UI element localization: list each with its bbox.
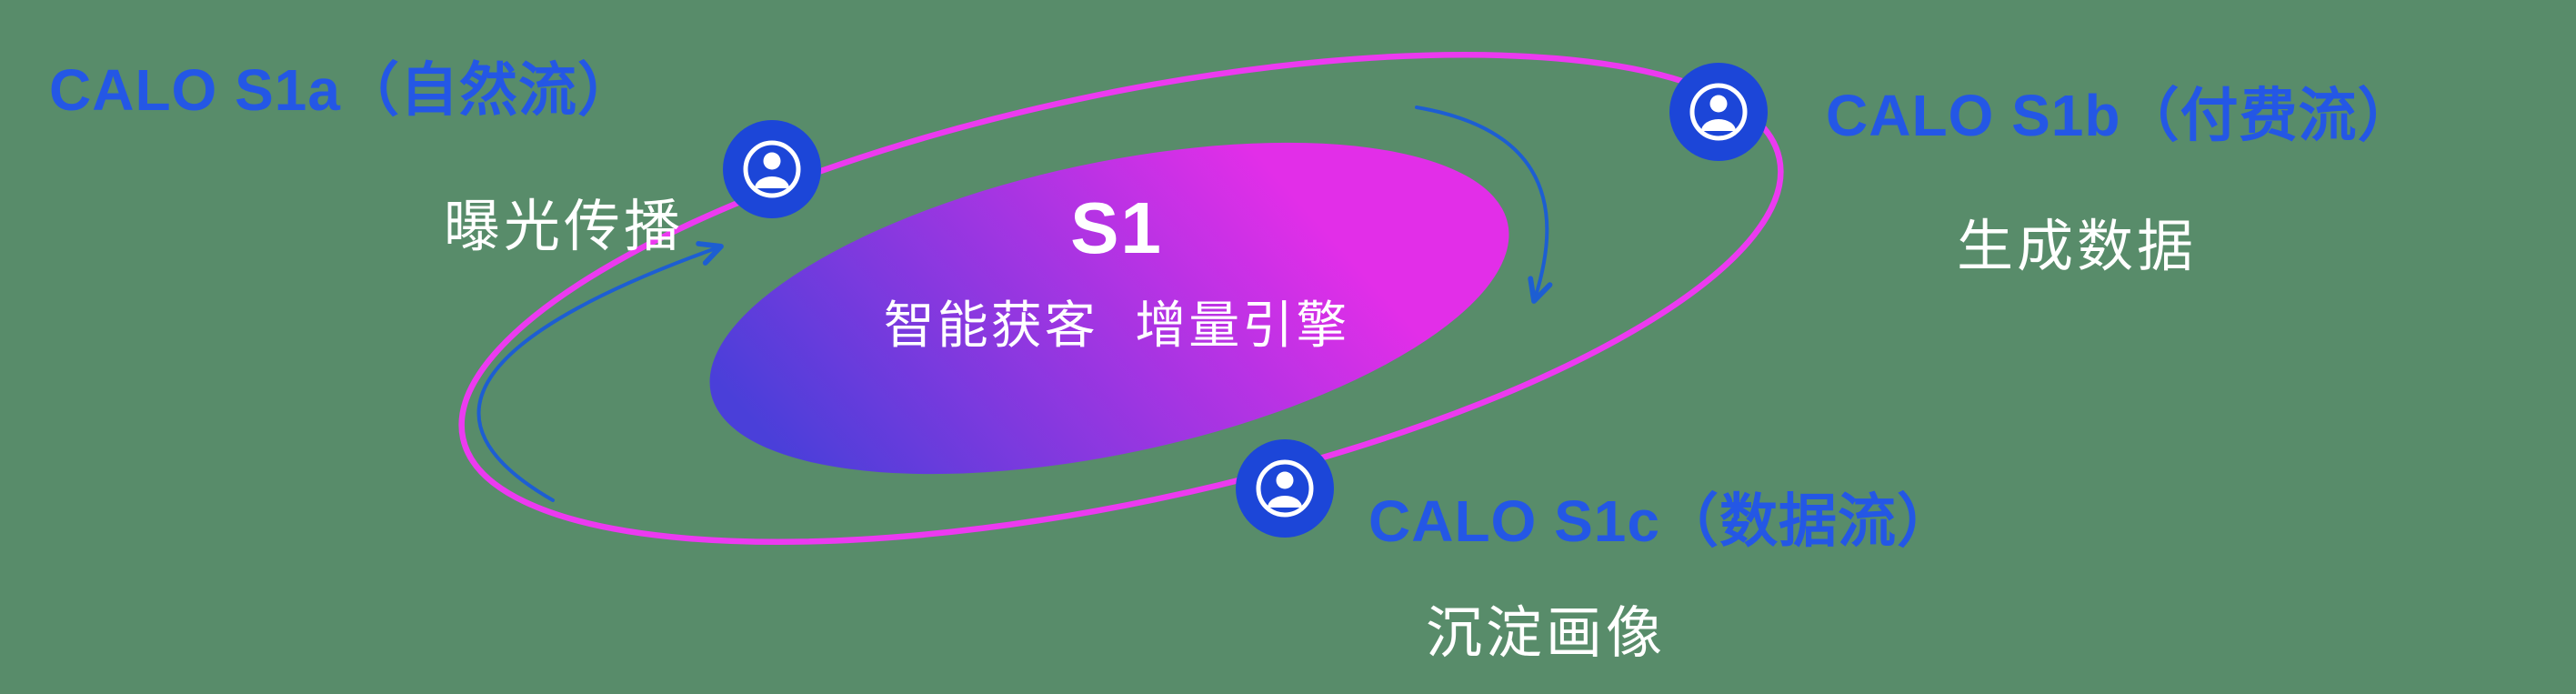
user-icon bbox=[743, 140, 801, 198]
node-s1c bbox=[1236, 439, 1334, 538]
label-s1c: CALO S1c（数据流） bbox=[1368, 488, 1956, 554]
orbit-ellipse bbox=[458, 52, 1784, 545]
core-text-block: S1 智能获客 增量引擎 bbox=[753, 186, 1480, 358]
sublabel-s1b: 生成数据 bbox=[1957, 216, 2198, 278]
label-s1b: CALO S1b（付费流） bbox=[1826, 83, 2417, 148]
flow-arrow-left bbox=[476, 241, 724, 502]
flow-arrow-right bbox=[1415, 106, 1553, 304]
sublabel-s1a: 曝光传播 bbox=[444, 196, 685, 258]
node-s1a bbox=[723, 120, 821, 218]
user-icon bbox=[1689, 83, 1748, 141]
sublabel-s1c: 沉淀画像 bbox=[1426, 602, 1667, 665]
core-subtitle: 智能获客 增量引擎 bbox=[883, 297, 1350, 354]
node-s1b bbox=[1669, 63, 1768, 161]
core-title: S1 bbox=[1070, 187, 1163, 268]
label-s1a: CALO S1a（自然流） bbox=[49, 57, 636, 123]
user-icon bbox=[1256, 459, 1314, 518]
